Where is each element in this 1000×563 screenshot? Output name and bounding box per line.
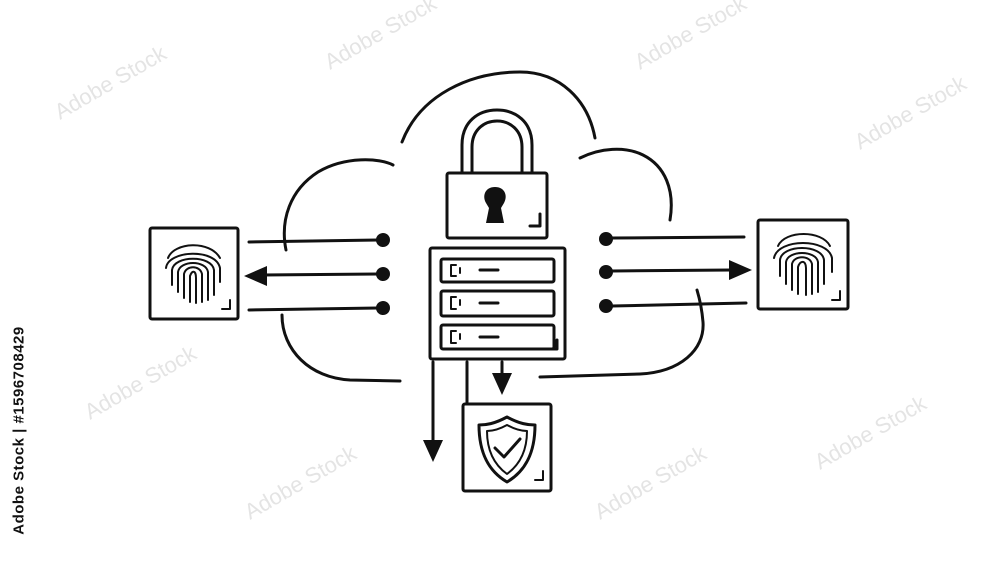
stock-id-label: Adobe Stock | #1596708429 xyxy=(4,310,34,550)
connector-line xyxy=(599,232,746,246)
watermark-pattern: Adobe Stock Adobe Stock Adobe Stock Adob… xyxy=(50,0,971,524)
watermark-text: Adobe Stock xyxy=(80,340,201,425)
connector-line xyxy=(247,233,390,247)
watermark-text: Adobe Stock xyxy=(240,440,361,525)
cloud-icon xyxy=(280,70,705,383)
connector-line xyxy=(599,299,748,313)
connector-dot xyxy=(376,301,390,315)
server-unit-1 xyxy=(439,257,556,284)
watermark-text: Adobe Stock xyxy=(630,0,751,74)
arrowhead xyxy=(729,260,752,280)
left-connectors xyxy=(244,233,390,315)
fingerprint-icon xyxy=(148,226,240,321)
fingerprint-icon xyxy=(756,218,850,311)
connector-dot xyxy=(376,267,390,281)
connector-dot xyxy=(376,233,390,247)
down-arrows xyxy=(423,360,512,462)
watermark-text: Adobe Stock xyxy=(50,40,171,125)
connector-line xyxy=(247,301,390,315)
watermark-text: Adobe Stock xyxy=(810,390,931,475)
connector-arrow-right xyxy=(599,260,752,280)
connector-dot xyxy=(599,265,613,279)
arrowhead xyxy=(244,266,267,286)
watermark-text: Adobe Stock xyxy=(320,0,441,74)
watermark-text: Adobe Stock xyxy=(590,440,711,525)
right-connectors xyxy=(599,232,752,313)
arrow-down-to-shield xyxy=(492,360,512,395)
watermark-text: Adobe Stock xyxy=(850,70,971,155)
arrowhead xyxy=(492,373,512,395)
arrow-down-left xyxy=(423,360,443,462)
server-unit-2 xyxy=(439,289,556,318)
server-unit-3 xyxy=(439,323,556,351)
server-rack-icon xyxy=(428,246,567,361)
connector-arrow-left xyxy=(244,266,390,286)
stock-id-text: Adobe Stock | #1596708429 xyxy=(10,325,28,535)
connector-dot xyxy=(599,232,613,246)
padlock-icon xyxy=(445,108,549,240)
connector-dot xyxy=(599,299,613,313)
arrowhead xyxy=(423,440,443,462)
shield-check-icon xyxy=(461,402,553,493)
